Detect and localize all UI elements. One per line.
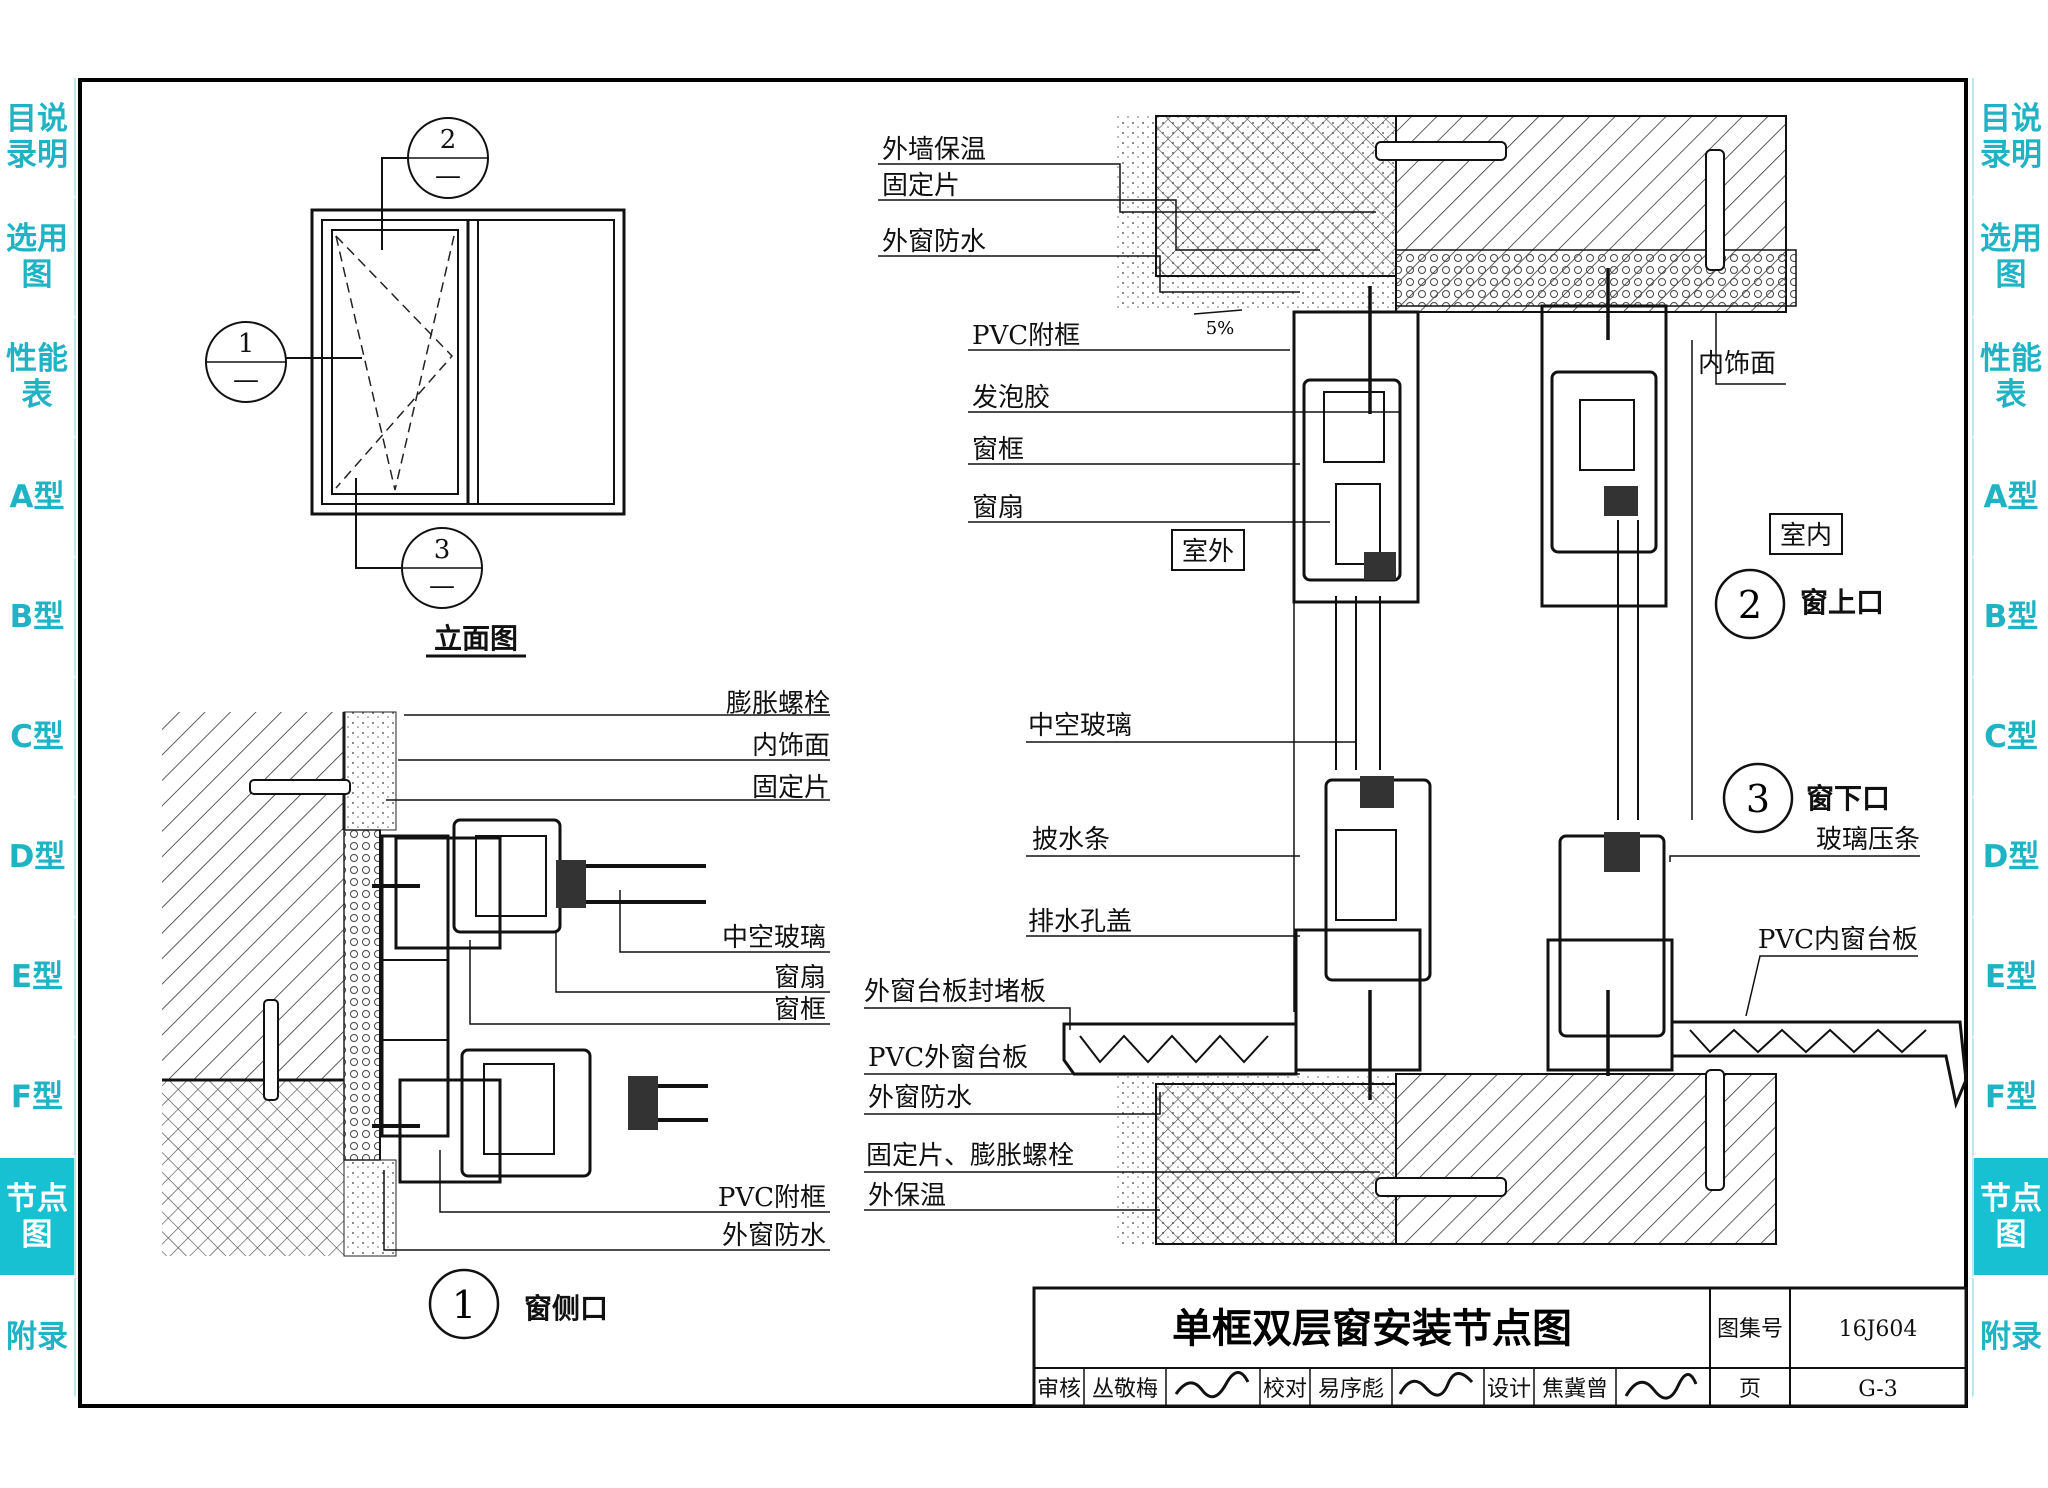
check-label: 校对 xyxy=(1263,1377,1307,1402)
tab-selection[interactable]: 选用图 xyxy=(0,198,76,318)
review-label: 审核 xyxy=(1037,1377,1081,1402)
tab-type-c[interactable]: C型 xyxy=(0,678,76,798)
tab-type-d[interactable]: D型 xyxy=(1972,798,2048,918)
label-pvc-inner-sill: PVC内窗台板 xyxy=(1758,925,1918,955)
label-pvc-subframe-top: PVC附框 xyxy=(972,321,1080,351)
detail-3-title: 窗下口 xyxy=(1806,782,1890,815)
page-label: 页 xyxy=(1739,1377,1761,1402)
label-exterior-insulation-bottom: 外保温 xyxy=(868,1181,946,1211)
slope-label: 5% xyxy=(1206,318,1235,339)
elevation-view: 2 — 1 — 3 — 立面图 xyxy=(205,117,626,658)
sheet-title: 单框双层窗安装节点图 xyxy=(1172,1306,1572,1352)
indoor-label: 室内 xyxy=(1780,521,1832,551)
label-frame: 窗框 xyxy=(774,995,826,1025)
design-label: 设计 xyxy=(1487,1377,1531,1402)
label-exterior-insulation-top: 外墙保温 xyxy=(882,135,986,165)
label-interior-finish-top: 内饰面 xyxy=(1698,349,1776,379)
label-drain-cover: 排水孔盖 xyxy=(1028,907,1132,937)
tab-performance[interactable]: 性能表 xyxy=(1972,318,2048,438)
tab-performance[interactable]: 性能表 xyxy=(0,318,76,438)
callout-2-sub: — xyxy=(435,161,461,191)
callout-1-sub: — xyxy=(233,365,259,395)
label-waterproofing: 外窗防水 xyxy=(722,1221,826,1251)
tab-type-f[interactable]: F型 xyxy=(0,1038,76,1158)
callout-1-num: 1 xyxy=(238,329,255,359)
reviewer-signature xyxy=(1174,1371,1250,1399)
label-waterproofing-bottom: 外窗防水 xyxy=(868,1083,972,1113)
callout-3-sub: — xyxy=(429,571,455,601)
tab-type-a[interactable]: A型 xyxy=(1972,438,2048,558)
atlas-number: 16J604 xyxy=(1839,1317,1918,1342)
tab-type-e[interactable]: E型 xyxy=(0,918,76,1038)
tab-selection[interactable]: 选用图 xyxy=(1972,198,2048,318)
detail-2-title: 窗上口 xyxy=(1800,586,1884,619)
detail-1-number: 1 xyxy=(452,1283,476,1327)
detail-2-number: 2 xyxy=(1738,583,1762,627)
label-sash-top: 窗扇 xyxy=(972,493,1024,523)
atlas-label: 图集号 xyxy=(1717,1317,1783,1342)
tab-contents[interactable]: 目说录明 xyxy=(0,78,76,198)
label-fixing-plate: 固定片 xyxy=(752,773,830,803)
tab-type-f[interactable]: F型 xyxy=(1972,1038,2048,1158)
label-pvc-outer-sill: PVC外窗台板 xyxy=(868,1043,1028,1073)
label-fixing-bolt-bottom: 固定片、膨胀螺栓 xyxy=(866,1141,1074,1171)
elevation-title: 立面图 xyxy=(434,622,518,655)
tab-node-drawings[interactable]: 节点图 xyxy=(1972,1158,2048,1278)
tab-type-e[interactable]: E型 xyxy=(1972,918,2048,1038)
drawing-frame xyxy=(78,78,1968,1408)
tab-appendix[interactable]: 附录 xyxy=(0,1278,76,1398)
detail-1-section: 膨胀螺栓 内饰面 固定片 中空玻璃 窗扇 窗框 PVC附框 外窗防水 1 窗侧口 xyxy=(162,689,830,1340)
designer-signature xyxy=(1624,1373,1698,1400)
designer-name: 焦冀曾 xyxy=(1542,1377,1608,1402)
label-expansion-bolt: 膨胀螺栓 xyxy=(726,689,830,719)
label-waterproofing-top: 外窗防水 xyxy=(882,227,986,257)
page-number: G-3 xyxy=(1858,1377,1897,1402)
tab-type-d[interactable]: D型 xyxy=(0,798,76,918)
title-block: 单框双层窗安装节点图 图集号 16J604 页 G-3 审核 丛敬梅 校对 易序… xyxy=(1032,1286,1968,1408)
tab-type-c[interactable]: C型 xyxy=(1972,678,2048,798)
callout-3-num: 3 xyxy=(434,535,451,565)
checker-signature xyxy=(1398,1372,1474,1397)
detail-2-3-section: 内饰面 5% xyxy=(864,115,1968,1245)
checker-name: 易序彪 xyxy=(1318,1377,1384,1402)
tab-appendix[interactable]: 附录 xyxy=(1972,1278,2048,1398)
reviewer-name: 丛敬梅 xyxy=(1092,1377,1158,1402)
label-fixing-plate-top: 固定片 xyxy=(882,171,960,201)
detail-3-number: 3 xyxy=(1746,777,1770,821)
outdoor-label: 室外 xyxy=(1182,537,1234,567)
label-interior-finish: 内饰面 xyxy=(752,731,830,761)
label-insulated-glass: 中空玻璃 xyxy=(722,923,826,953)
tab-contents[interactable]: 目说录明 xyxy=(1972,78,2048,198)
detail-1-title: 窗侧口 xyxy=(524,1292,608,1325)
tab-type-b[interactable]: B型 xyxy=(1972,558,2048,678)
callout-2-num: 2 xyxy=(440,125,457,155)
label-foam-top: 发泡胶 xyxy=(972,383,1050,413)
label-glass-bead: 玻璃压条 xyxy=(1816,825,1920,855)
label-drip-strip: 披水条 xyxy=(1032,825,1110,855)
label-sash: 窗扇 xyxy=(774,963,826,993)
label-sill-end-cap: 外窗台板封堵板 xyxy=(864,977,1046,1007)
label-pvc-subframe: PVC附框 xyxy=(718,1183,826,1213)
label-insulated-glass-mid: 中空玻璃 xyxy=(1028,711,1132,741)
label-frame-top: 窗框 xyxy=(972,435,1024,465)
tab-node-drawings[interactable]: 节点图 xyxy=(0,1158,76,1278)
right-tab-bar: 目说录明 选用图 性能表 A型 B型 C型 D型 E型 F型 节点图 附录 xyxy=(1972,78,2048,1398)
tab-type-a[interactable]: A型 xyxy=(0,438,76,558)
tab-type-b[interactable]: B型 xyxy=(0,558,76,678)
left-tab-bar: 目说录明 选用图 性能表 A型 B型 C型 D型 E型 F型 节点图 附录 xyxy=(0,78,76,1398)
